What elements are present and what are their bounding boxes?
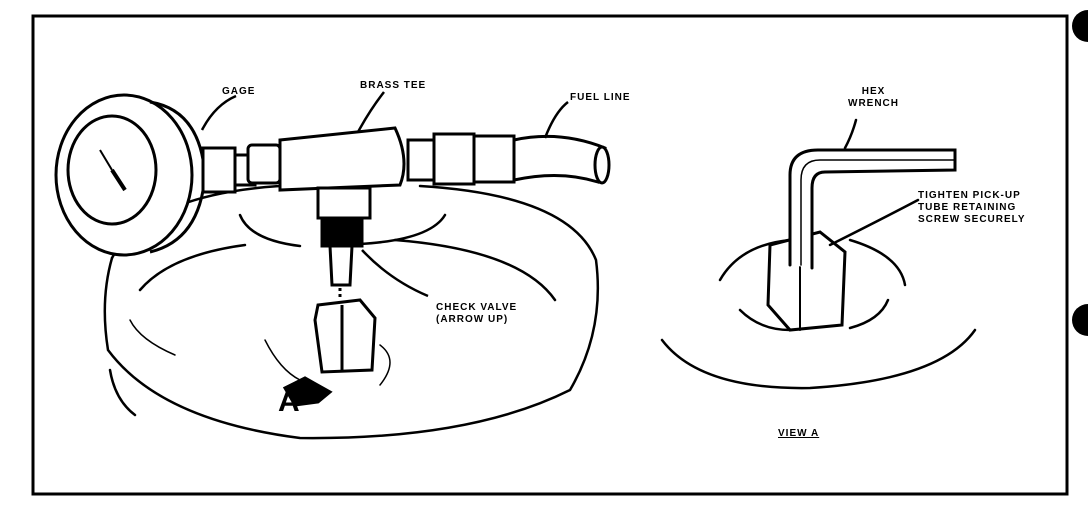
- fuel-line-drawing: [406, 132, 611, 186]
- figure-frame: [31, 14, 1069, 496]
- label-tighten-note: TIGHTEN PICK-UP TUBE RETAINING SCREW SEC…: [918, 190, 1026, 225]
- label-brass-tee: BRASS TEE: [360, 80, 427, 91]
- binder-hole-bottom: [1072, 304, 1088, 336]
- label-hex-wrench: HEX WRENCH: [848, 86, 899, 109]
- binder-hole-top: [1072, 10, 1088, 42]
- callout-a: A: [278, 385, 301, 418]
- leader-lines-left: [200, 91, 569, 298]
- tank-drawing: [103, 183, 600, 440]
- label-fuel-line: FUEL LINE: [570, 92, 631, 103]
- gage-drawing: [54, 93, 257, 257]
- label-check-valve: CHECK VALVE (ARROW UP): [436, 302, 518, 325]
- label-view-a: VIEW A: [778, 428, 820, 439]
- brass-tee-drawing: [246, 126, 406, 300]
- label-gage: GAGE: [222, 86, 256, 97]
- view-a-drawing: [660, 118, 977, 390]
- tank-fitting-drawing: [282, 298, 377, 407]
